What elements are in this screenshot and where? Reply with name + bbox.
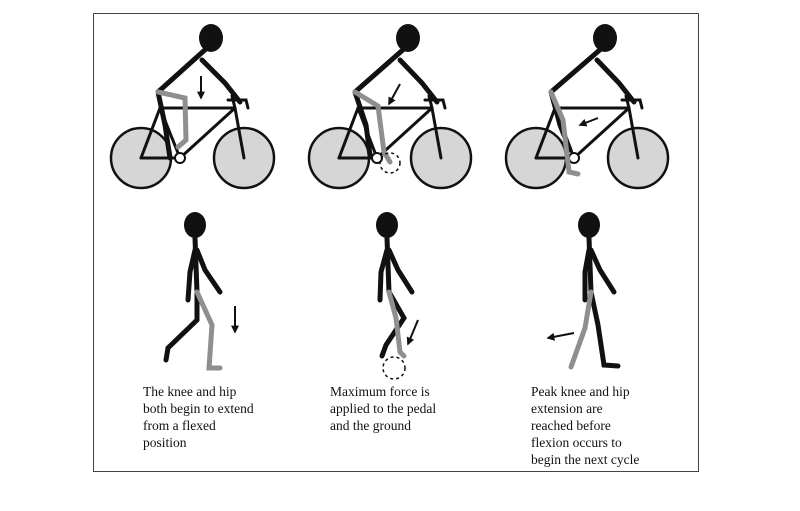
caption-1-line: position xyxy=(143,435,187,450)
walker-1 xyxy=(163,212,239,371)
caption-1-line: from a flexed xyxy=(143,418,216,433)
caption-2-line: applied to the pedal xyxy=(330,401,437,416)
caption-3-line: begin the next cycle xyxy=(531,452,640,467)
walker-3 xyxy=(546,212,621,370)
active-leg-2 xyxy=(352,89,393,165)
cyclist-2 xyxy=(307,24,473,190)
caption-3: Peak knee and hip extension are reached … xyxy=(531,383,639,468)
caption-3-line: flexion occurs to xyxy=(531,435,622,450)
walker-head-1 xyxy=(184,212,206,238)
caption-3-line: Peak knee and hip xyxy=(531,384,630,399)
active-leg-walker-1 xyxy=(194,289,223,371)
dashed-circle-icon xyxy=(382,356,406,380)
walker-body-3 xyxy=(582,235,621,369)
active-leg-1 xyxy=(155,89,189,150)
cyclist-1 xyxy=(109,24,276,190)
rider-head-2 xyxy=(396,24,420,52)
walker-head-2 xyxy=(376,212,398,238)
caption-3-line: extension are xyxy=(531,401,603,416)
caption-1: The knee and hip both begin to extend fr… xyxy=(143,383,254,451)
rider-body-2 xyxy=(352,45,440,158)
caption-1-line: both begin to extend xyxy=(143,401,254,416)
left-arrow-icon xyxy=(546,332,575,341)
walker-2 xyxy=(376,212,419,380)
caption-2-line: and the ground xyxy=(330,418,411,433)
active-leg-3 xyxy=(548,89,581,177)
crank-3 xyxy=(568,152,580,164)
rider-body-1 xyxy=(155,45,243,161)
active-leg-walker-2 xyxy=(386,289,407,359)
walker-body-1 xyxy=(163,235,223,363)
rider-head-1 xyxy=(199,24,223,52)
cyclist-3 xyxy=(504,24,670,190)
caption-1-line: The knee and hip xyxy=(143,384,237,399)
caption-3-line: reached before xyxy=(531,418,611,433)
caption-2-line: Maximum force is xyxy=(330,384,430,399)
diagonal-arrow-icon xyxy=(388,83,401,106)
diagonal-arrow-icon xyxy=(406,319,419,346)
active-leg-walker-3 xyxy=(568,289,594,370)
bike-frame-1 xyxy=(139,94,250,160)
walker-body-2 xyxy=(377,235,415,359)
crank-1 xyxy=(174,152,186,164)
dashed-circle-icon xyxy=(379,152,401,174)
caption-2: Maximum force is applied to the pedal an… xyxy=(330,383,436,434)
walker-head-3 xyxy=(578,212,600,238)
left-arrow-icon xyxy=(578,117,599,127)
rider-head-3 xyxy=(593,24,617,52)
